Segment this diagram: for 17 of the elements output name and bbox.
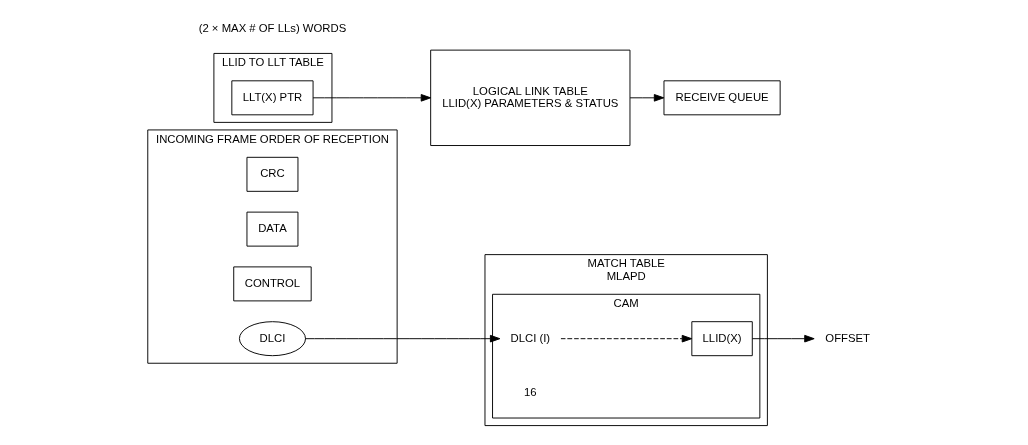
arrow bbox=[751, 334, 815, 343]
arrow bbox=[304, 334, 500, 343]
label: (2 × MAX # OF LLs) WORDS bbox=[198, 21, 346, 34]
node-box: LOGICAL LINK TABLE LLID(X) PARAMETERS & STATUS bbox=[429, 49, 630, 146]
arrow bbox=[559, 334, 692, 343]
node-box: CRC bbox=[246, 156, 298, 192]
arrow bbox=[629, 94, 664, 102]
node-box: LLID(X) bbox=[690, 321, 753, 357]
node-box: RECEIVE QUEUE bbox=[663, 80, 781, 116]
node-text: OFFSET bbox=[824, 331, 870, 344]
node-text: DLCI (I) bbox=[509, 331, 550, 344]
node-label: 16 bbox=[523, 386, 537, 399]
node-box: CONTROL bbox=[232, 266, 312, 302]
arrow bbox=[312, 94, 431, 102]
node-box: LLT(X) PTR bbox=[230, 80, 314, 116]
node-box: DATA bbox=[246, 211, 298, 247]
node-ellipse: DLCI bbox=[238, 321, 306, 357]
